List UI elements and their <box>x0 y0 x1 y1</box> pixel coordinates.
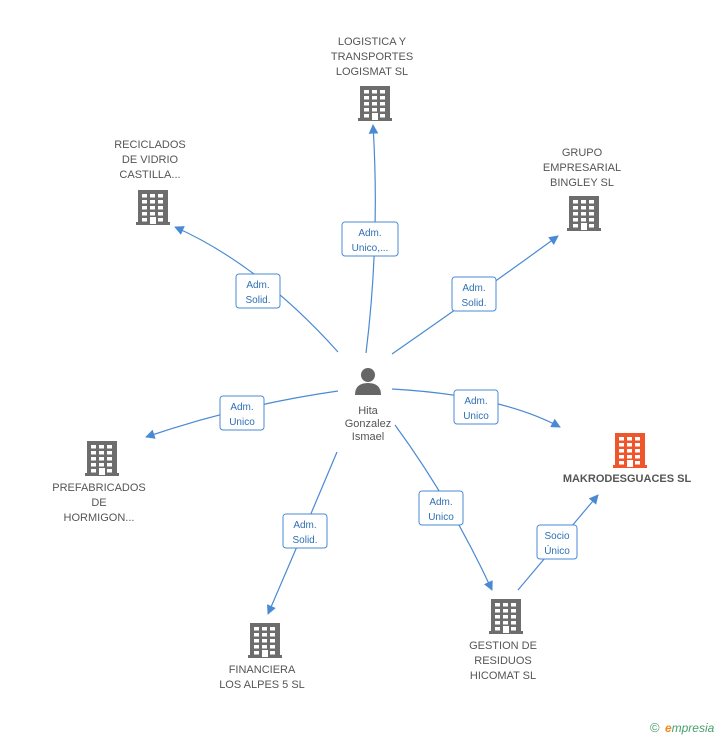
person-icon[interactable] <box>355 368 381 395</box>
brand-logo-text: mpresia <box>671 721 715 735</box>
edge-label-logistica[interactable]: Adm. Unico,... <box>341 221 399 257</box>
company-node-grupo[interactable]: GRUPO EMPRESARIAL BINGLEY SL <box>543 147 621 231</box>
company-node-logistica[interactable]: LOGISTICA Y TRANSPORTES LOGISMAT SL <box>331 36 413 121</box>
company-name-financiera-line: LOS ALPES 5 SL <box>219 679 305 691</box>
company-name-makrodesguaces: MAKRODESGUACES SL <box>563 473 692 485</box>
edge-label-box <box>219 395 265 431</box>
building-icon[interactable] <box>613 433 647 468</box>
company-name-gestion-line: HICOMAT SL <box>470 670 536 682</box>
company-node-makrodesguaces[interactable]: MAKRODESGUACES SL <box>563 433 692 485</box>
company-name-prefabricados-line: PREFABRICADOS <box>52 482 146 494</box>
company-name-gestion: GESTION DE RESIDUOS HICOMAT SL <box>469 640 537 682</box>
company-name-financiera: FINANCIERA LOS ALPES 5 SL <box>219 664 305 691</box>
company-name-grupo-line: BINGLEY SL <box>550 177 614 189</box>
person-name-line: Gonzalez <box>345 418 391 430</box>
edge-label-box <box>451 276 497 312</box>
company-name-gestion-line: GESTION DE <box>469 640 537 652</box>
edge-label-prefabricados[interactable]: Adm. Unico <box>219 395 265 431</box>
company-name-prefabricados-line: HORMIGON... <box>64 512 135 524</box>
company-name-grupo: GRUPO EMPRESARIAL BINGLEY SL <box>543 147 621 189</box>
edge-label-text: Único <box>544 544 570 557</box>
edge-label-text: Unico <box>463 411 489 422</box>
person-name-line: Hita <box>358 405 378 417</box>
edge-label-makrodesguaces[interactable]: Adm. Unico <box>453 389 499 425</box>
company-name-reciclados-line: RECICLADOS <box>114 139 186 151</box>
building-icon[interactable] <box>489 599 523 634</box>
company-name-grupo-line: EMPRESARIAL <box>543 162 621 174</box>
building-icon[interactable] <box>567 196 601 231</box>
edge-label-text: Unico <box>428 512 454 523</box>
edge-labels-layer: Adm. Unico,... Adm. Solid. Adm. Solid. Adm. Uni… <box>219 221 578 560</box>
company-name-reciclados-line: DE VIDRIO <box>122 154 179 166</box>
person-name-line: Ismael <box>352 431 384 443</box>
copyright-symbol: © <box>650 720 660 735</box>
company-name-logistica-line: LOGISTICA Y <box>338 36 407 48</box>
edge-label-grupo[interactable]: Adm. Solid. <box>451 276 497 312</box>
building-icon[interactable] <box>85 441 119 476</box>
edge-label-box <box>341 221 399 257</box>
edge-label-text: Adm. <box>464 396 487 407</box>
company-node-prefabricados[interactable]: PREFABRICADOS DE HORMIGON... <box>52 441 146 524</box>
company-name-prefabricados-line: DE <box>91 497 106 509</box>
company-name-logistica: LOGISTICA Y TRANSPORTES LOGISMAT SL <box>331 36 413 78</box>
company-name-makrodesguaces-line: MAKRODESGUACES SL <box>563 473 692 485</box>
building-icon[interactable] <box>358 86 392 121</box>
edge-label-text: Adm. <box>246 280 269 291</box>
edge-label-box <box>235 273 281 309</box>
edge-label-financiera[interactable]: Adm. Solid. <box>282 513 328 549</box>
edge-label-text: Adm. <box>462 283 485 294</box>
edge-label-text: Adm. <box>293 520 316 531</box>
company-node-financiera[interactable]: FINANCIERA LOS ALPES 5 SL <box>219 623 305 691</box>
company-node-gestion[interactable]: GESTION DE RESIDUOS HICOMAT SL <box>469 599 537 682</box>
edge-label-text: Solid. <box>292 535 317 546</box>
edge-label-text: Unico <box>229 417 255 428</box>
company-name-grupo-line: GRUPO <box>562 147 603 159</box>
edge-label-text: Solid. <box>461 298 486 309</box>
edge-label-gestion[interactable]: Adm. Unico <box>418 490 464 526</box>
company-name-gestion-line: RESIDUOS <box>474 655 531 667</box>
brand-logo-e: e <box>664 721 672 735</box>
edge-label-text: Socio <box>544 531 569 542</box>
edge-label-text: Unico,... <box>352 243 389 254</box>
edge-label-box <box>536 524 578 560</box>
building-icon[interactable] <box>248 623 282 658</box>
edge-label-box <box>453 389 499 425</box>
company-name-reciclados-line: CASTILLA... <box>119 169 180 181</box>
edge-label-text: Adm. <box>358 228 381 239</box>
company-name-reciclados: RECICLADOS DE VIDRIO CASTILLA... <box>114 139 186 181</box>
edge-label-box <box>418 490 464 526</box>
building-icon[interactable] <box>136 190 170 225</box>
edge-label-box <box>282 513 328 549</box>
company-name-prefabricados: PREFABRICADOS DE HORMIGON... <box>52 482 146 524</box>
company-name-logistica-line: TRANSPORTES <box>331 51 413 63</box>
company-name-logistica-line: LOGISMAT SL <box>336 66 408 78</box>
edge-label-reciclados[interactable]: Adm. Solid. <box>235 273 281 309</box>
company-name-financiera-line: FINANCIERA <box>229 664 296 676</box>
edge-label-text: Adm. <box>230 402 253 413</box>
company-node-reciclados[interactable]: RECICLADOS DE VIDRIO CASTILLA... <box>114 139 186 225</box>
edge-label-text: Adm. <box>429 497 452 508</box>
brand-watermark: © empresia <box>650 720 714 735</box>
edge-label-text: Solid. <box>245 295 270 306</box>
